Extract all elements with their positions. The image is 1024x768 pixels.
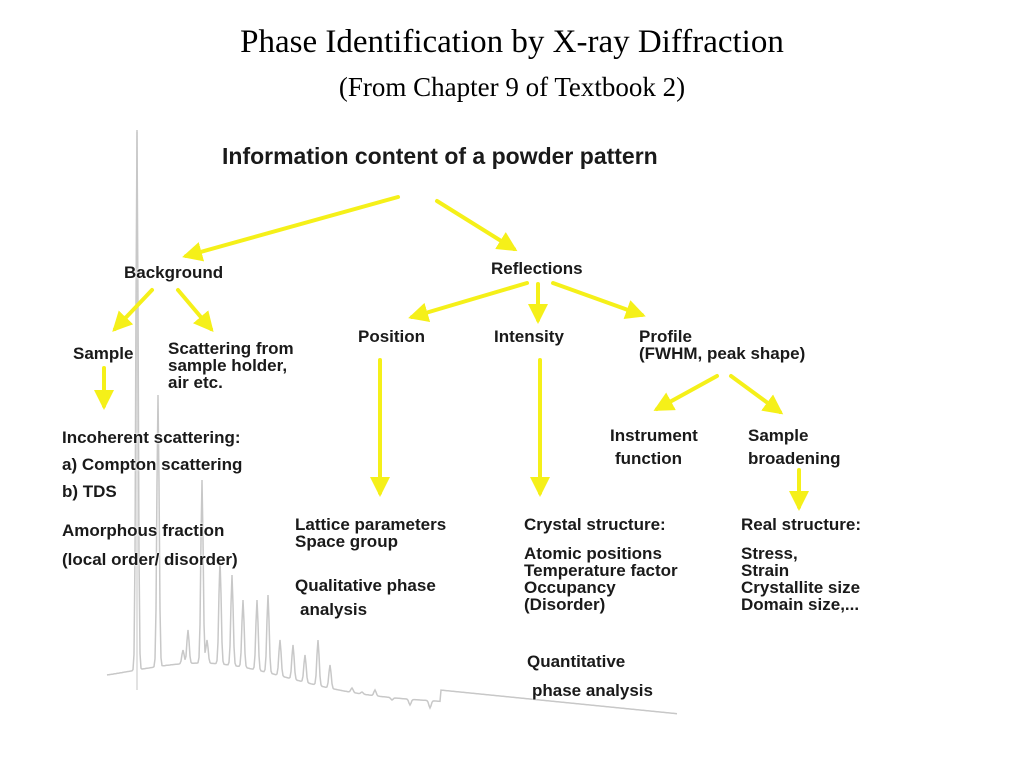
- node-stress-line1: Stress,: [741, 544, 798, 563]
- node-stress-line3: Crystallite size: [741, 578, 861, 597]
- node-incoherent-line2: a) Compton scattering: [62, 455, 243, 474]
- node-broadening-line1: Sample: [748, 426, 809, 445]
- node-stress-line4: Domain size,...: [741, 595, 860, 614]
- arrow-profile-to-broadening: [729, 374, 784, 415]
- slide-subtitle: (From Chapter 9 of Textbook 2): [338, 72, 686, 102]
- node-instrument-line2: function: [615, 449, 683, 468]
- arrow-profile-to-instrument: [653, 374, 719, 411]
- node-incoherent-line1: Incoherent scattering:: [62, 428, 241, 447]
- node-stress: Stress, Strain Crystallite size Domain s…: [741, 545, 860, 613]
- node-amorphous-line2: (local order/ disorder): [62, 550, 238, 569]
- node-instrument-line1: Instrument: [610, 426, 698, 445]
- diagram-heading: Information content of a powder pattern: [222, 143, 658, 169]
- arrow-background-to-scatter: [176, 288, 214, 333]
- node-stress-line2: Strain: [741, 561, 790, 580]
- node-atomic-line2: Temperature factor: [524, 561, 678, 580]
- node-quantitative: Quantitative phase analysis: [527, 647, 653, 705]
- node-intensity: Intensity: [494, 327, 564, 346]
- powder-pattern-graphic: [106, 129, 678, 715]
- node-background: Background: [124, 263, 224, 282]
- node-reflections: Reflections: [491, 259, 583, 278]
- node-scattering-from: Scattering from sample holder, air etc.: [168, 340, 294, 391]
- arrow-heading-to-reflections: [435, 199, 518, 252]
- arrow-background-to-sample: [112, 288, 154, 332]
- node-lattice-line2: Space group: [295, 532, 398, 551]
- node-qualitative-line1: Qualitative phase: [295, 576, 436, 595]
- node-quantitative-line2: phase analysis: [532, 681, 653, 700]
- arrow-reflections-to-position: [408, 281, 529, 323]
- node-instrument: Instrument function: [610, 424, 698, 470]
- arrow-heading-to-background: [182, 195, 400, 262]
- node-lattice-line1: Lattice parameters: [295, 515, 447, 534]
- node-incoherent-line3: b) TDS: [62, 482, 117, 501]
- node-amorphous: Amorphous fraction (local order/ disorde…: [62, 516, 238, 574]
- arrow-reflections-to-profile: [551, 281, 646, 319]
- node-incoherent: Incoherent scattering: a) Compton scatte…: [62, 424, 242, 505]
- node-quantitative-line1: Quantitative: [527, 652, 626, 671]
- node-sample: Sample: [73, 344, 134, 363]
- node-profile: Profile (FWHM, peak shape): [639, 328, 805, 362]
- node-scattering-line2: sample holder,: [168, 356, 288, 375]
- node-atomic-line3: Occupancy: [524, 578, 616, 597]
- node-sample-broadening: Sample broadening: [748, 424, 841, 470]
- node-profile-line1: Profile: [639, 327, 692, 346]
- node-broadening-line2: broadening: [748, 449, 841, 468]
- node-profile-line2: (FWHM, peak shape): [639, 344, 806, 363]
- node-amorphous-line1: Amorphous fraction: [62, 521, 225, 540]
- node-atomic-line1: Atomic positions: [524, 544, 662, 563]
- node-qualitative-line2: analysis: [300, 600, 368, 619]
- node-crystal-structure: Crystal structure:: [524, 515, 666, 534]
- node-real-structure: Real structure:: [741, 515, 861, 534]
- node-qualitative: Qualitative phase analysis: [295, 574, 436, 622]
- node-scattering-line3: air etc.: [168, 373, 223, 392]
- node-atomic-positions: Atomic positions Temperature factor Occu…: [524, 545, 678, 613]
- node-position: Position: [358, 327, 426, 346]
- arrow-group: [94, 195, 809, 511]
- node-atomic-line4: (Disorder): [524, 595, 606, 614]
- node-scattering-line1: Scattering from: [168, 339, 294, 358]
- slide-title: Phase Identification by X-ray Diffractio…: [240, 24, 784, 60]
- node-lattice: Lattice parameters Space group: [295, 516, 446, 550]
